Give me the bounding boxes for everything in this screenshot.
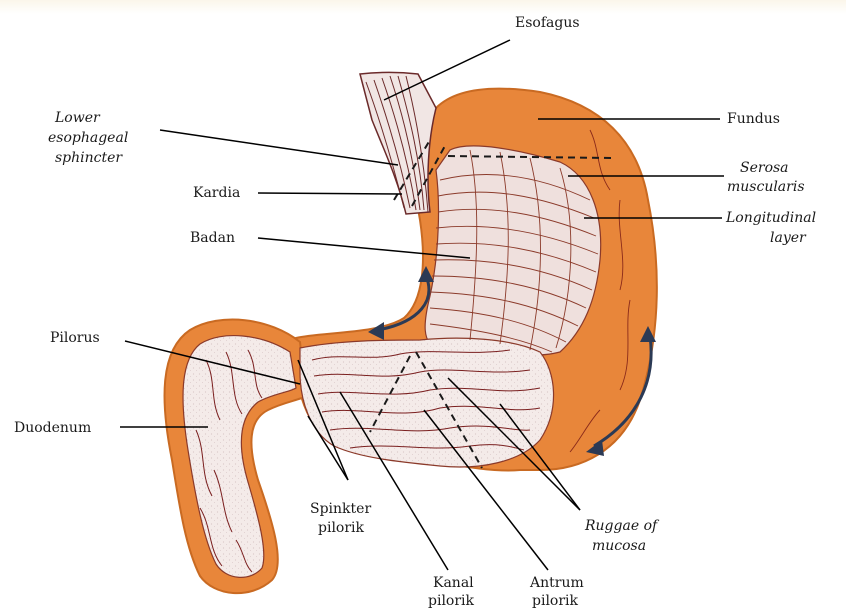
label-duodenum: Duodenum <box>14 420 91 436</box>
label-antrum-1: Antrum <box>529 575 584 591</box>
label-lower-esophageal-sphincter-3: sphincter <box>55 150 123 166</box>
label-antrum-2: pilorik <box>532 593 579 609</box>
label-serosa-2: muscularis <box>727 179 805 195</box>
label-spinkter-2: pilorik <box>318 520 365 536</box>
label-pilorus: Pilorus <box>50 330 100 346</box>
label-longitudinal-2: layer <box>770 230 807 246</box>
label-ruggae-2: mucosa <box>592 538 646 554</box>
label-spinkter-1: Spinkter <box>310 501 371 517</box>
label-ruggae-1: Ruggae of <box>584 518 660 534</box>
stomach-inner-mucosa <box>183 146 601 577</box>
label-badan: Badan <box>190 230 235 246</box>
label-serosa-1: Serosa <box>740 160 789 176</box>
label-lower-esophageal-sphincter-1: Lower <box>54 110 101 126</box>
label-kardia: Kardia <box>193 185 240 201</box>
label-kanal-1: Kanal <box>433 575 474 591</box>
label-longitudinal-1: Longitudinal <box>725 210 816 226</box>
label-esofagus: Esofagus <box>515 15 580 31</box>
label-kanal-2: pilorik <box>428 593 475 609</box>
label-lower-esophageal-sphincter-2: esophageal <box>48 130 128 146</box>
label-fundus: Fundus <box>727 111 780 127</box>
